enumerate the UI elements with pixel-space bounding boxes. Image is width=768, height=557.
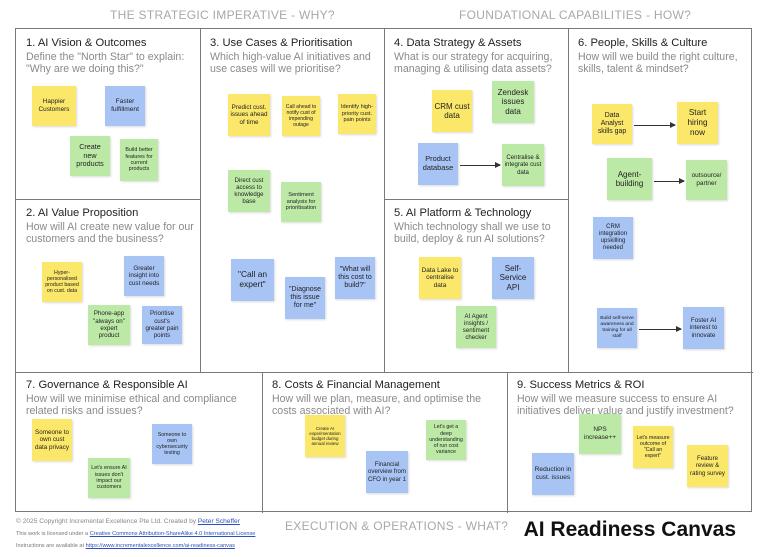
sticky-note[interactable]: Create AI experimentation budget during … (305, 415, 345, 457)
box-ai-platform: 5. AI Platform & Technology Which techno… (384, 199, 567, 245)
arrow-connector (654, 178, 685, 184)
sticky-note[interactable]: CRM integration upskilling needed (593, 217, 633, 259)
author-link[interactable]: Peter Scheffer (197, 518, 240, 525)
sticky-note[interactable]: Hyper-personalised product based on cust… (42, 262, 82, 302)
sticky-note[interactable]: Create new products (70, 136, 110, 176)
box-subtitle: How will we build the right culture, ski… (578, 51, 738, 75)
sticky-note[interactable]: Prioritise cust's greater pain points (142, 306, 182, 344)
header-why: THE STRATEGIC IMPERATIVE - WHY? (110, 8, 335, 22)
box-title: 8. Costs & Financial Management (272, 379, 440, 391)
box-data-strategy: 4. Data Strategy & Assets What is our st… (384, 29, 567, 75)
sticky-note[interactable]: Phone-app "always on" expert product (88, 305, 130, 345)
sticky-note[interactable]: Foster AI interest to innovate (683, 307, 724, 349)
sticky-note[interactable]: Predict cust. issues ahead of time (228, 94, 270, 136)
divider (384, 29, 385, 372)
sticky-note[interactable]: outsource/ partner (686, 160, 727, 200)
box-subtitle: Define the "North Star" to explain: "Why… (26, 51, 185, 75)
brand-title: AI Readiness Canvas (523, 518, 736, 541)
sticky-note[interactable]: Build better features for current produc… (120, 139, 158, 181)
box-title: 6. People, Skills & Culture (578, 37, 708, 49)
sticky-note[interactable]: Data Lake to centralise data (419, 257, 461, 299)
divider (507, 372, 508, 513)
box-subtitle: How will AI create new value for our cus… (26, 221, 194, 245)
box-subtitle: What is our strategy for acquiring, mana… (394, 51, 553, 75)
box-title: 4. Data Strategy & Assets (394, 37, 522, 49)
box-title: 2. AI Value Proposition (26, 207, 139, 219)
box-title: 5. AI Platform & Technology (394, 207, 532, 219)
divider (384, 199, 568, 200)
sticky-note[interactable]: Sentiment analysis for prioritisation (281, 182, 321, 222)
copyright-line: © 2025 Copyright Incremental Excellence … (16, 518, 240, 525)
sticky-note[interactable]: Let's get a deep understanding of run co… (426, 420, 466, 460)
sticky-note[interactable]: Product database (418, 143, 458, 185)
divider (16, 372, 753, 373)
box-title: 7. Governance & Responsible AI (26, 379, 188, 391)
box-subtitle: Which technology shall we use to build, … (394, 221, 551, 245)
sticky-note[interactable]: Faster fulfillment (105, 86, 145, 126)
sticky-note[interactable]: AI Agent insights / sentiment checker (456, 306, 496, 348)
sticky-note[interactable]: Let's ensure AI issues don't impact our … (88, 458, 130, 498)
sticky-note[interactable]: Someone to own cust data privacy (32, 419, 72, 461)
sticky-note[interactable]: Call ahead to notify cust of impending o… (282, 96, 320, 136)
box-ai-vision: 1. AI Vision & Outcomes Define the "Nort… (16, 29, 199, 75)
instructions-prefix: Instructions are available at (16, 543, 86, 549)
sticky-note[interactable]: "What will this cost to build?" (335, 257, 375, 299)
divider (200, 29, 201, 372)
sticky-note[interactable]: Data Analyst skills gap (592, 104, 632, 144)
divider (568, 29, 569, 372)
instructions-line: Instructions are available at https://ww… (16, 543, 235, 549)
box-subtitle: How will we minimise ethical and complia… (26, 393, 237, 417)
sticky-note[interactable]: Identify high-priority cust. pain points (338, 94, 376, 134)
box-title: 1. AI Vision & Outcomes (26, 37, 147, 49)
sticky-note[interactable]: Let's measure outcome of "Call an expert… (633, 426, 673, 468)
box-ai-value-proposition: 2. AI Value Proposition How will AI crea… (16, 199, 199, 245)
license-link[interactable]: Creative Commons Attribution-ShareAlike … (89, 531, 256, 537)
sticky-note[interactable]: Direct cust access to knowledge base (228, 170, 270, 212)
box-subtitle: How will we measure success to ensure AI… (517, 393, 734, 417)
license-line: This work is licensed under a Creative C… (16, 531, 255, 537)
sticky-note[interactable]: Centralise & integrate cust data (502, 144, 544, 186)
canvas-grid (15, 28, 753, 513)
divider (16, 199, 200, 200)
arrow-connector (639, 326, 682, 332)
copyright-text: © 2025 Copyright Incremental Excellence … (16, 518, 198, 525)
header-what: EXECUTION & OPERATIONS - WHAT? (285, 519, 509, 533)
sticky-note[interactable]: CRM cust data (432, 90, 472, 132)
sticky-note[interactable]: Someone to own cybersecurity testing (152, 424, 192, 464)
box-title: 9. Success Metrics & ROI (517, 379, 645, 391)
sticky-note[interactable]: Self-Service API (492, 257, 534, 299)
sticky-note[interactable]: Happier Customers (32, 86, 76, 126)
sticky-note[interactable]: "Diagnose this issue for me" (285, 277, 325, 319)
box-subtitle: Which high-value AI initiatives and use … (210, 51, 371, 75)
box-governance: 7. Governance & Responsible AI How will … (16, 371, 261, 417)
sticky-note[interactable]: Greater insight into cust needs (124, 256, 164, 296)
sticky-note[interactable]: NPS increase++ (579, 414, 621, 454)
license-prefix: This work is licensed under a (16, 531, 90, 537)
sticky-note[interactable]: "Call an expert" (231, 259, 274, 301)
sticky-note[interactable]: Build self-serve awareness and training … (597, 308, 637, 348)
box-title: 3. Use Cases & Prioritisation (210, 37, 353, 49)
sticky-note[interactable]: Reduction in cust. issues (532, 453, 574, 495)
box-people-skills: 6. People, Skills & Culture How will we … (568, 29, 751, 75)
box-subtitle: How will we plan, measure, and optimise … (272, 393, 482, 417)
box-use-cases: 3. Use Cases & Prioritisation Which high… (200, 29, 383, 75)
sticky-note[interactable]: Zendesk issues data (492, 81, 534, 123)
box-costs: 8. Costs & Financial Management How will… (262, 371, 506, 417)
arrow-connector (634, 122, 676, 128)
arrow-connector (460, 162, 501, 168)
box-success-metrics: 9. Success Metrics & ROI How will we mea… (507, 371, 752, 417)
sticky-note[interactable]: Financial overview from CFO in year 1 (366, 451, 408, 493)
divider (262, 372, 263, 513)
sticky-note[interactable]: Agent-building (607, 158, 652, 200)
instructions-link[interactable]: https://www.incrementalexcellence.com/ai… (85, 543, 235, 549)
sticky-note[interactable]: Feature review & rating survey (687, 445, 728, 487)
header-how: FOUNDATIONAL CAPABILITIES - HOW? (459, 8, 692, 22)
sticky-note[interactable]: Start hiring now (677, 102, 718, 144)
